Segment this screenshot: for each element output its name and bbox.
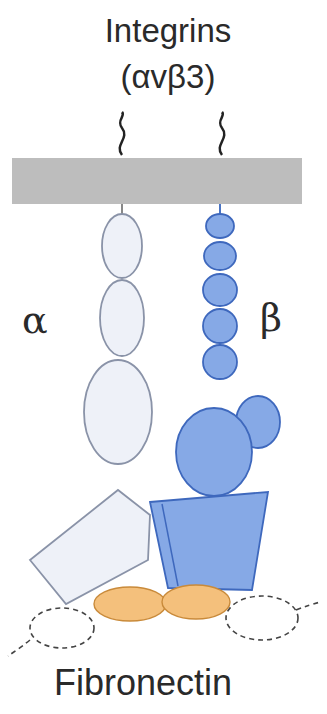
beta-domain <box>203 274 237 306</box>
cell-membrane <box>12 158 302 204</box>
alpha-stem <box>121 204 123 214</box>
beta-subunit <box>150 214 280 590</box>
alpha-label: α <box>22 298 48 342</box>
beta-domain <box>176 408 252 496</box>
diagram-title: Integrins (αvβ3) <box>78 8 258 100</box>
beta-tail <box>220 112 225 155</box>
beta-domain <box>206 214 234 238</box>
fibronectin-domain <box>94 587 166 621</box>
beta-stem <box>219 204 221 214</box>
alpha-domain <box>100 280 144 356</box>
fibronectin-strand <box>8 640 30 656</box>
beta-domain <box>203 309 237 343</box>
alpha-subunit <box>30 214 152 604</box>
beta-head <box>150 492 268 590</box>
beta-label: β <box>260 296 282 340</box>
fibronectin-domain <box>226 596 298 640</box>
beta-domain <box>203 345 237 379</box>
fibronectin-domain <box>30 608 94 648</box>
beta-domain <box>204 242 236 270</box>
alpha-domain <box>84 360 152 464</box>
alpha-domain <box>102 214 142 278</box>
fibronectin-strand <box>296 602 320 610</box>
beta-head-fold <box>162 504 178 586</box>
fibronectin-domain <box>162 585 230 619</box>
alpha-tail <box>120 112 125 155</box>
fibronectin-label: Fibronectin <box>54 662 232 704</box>
fibronectin-rgd <box>94 585 230 621</box>
